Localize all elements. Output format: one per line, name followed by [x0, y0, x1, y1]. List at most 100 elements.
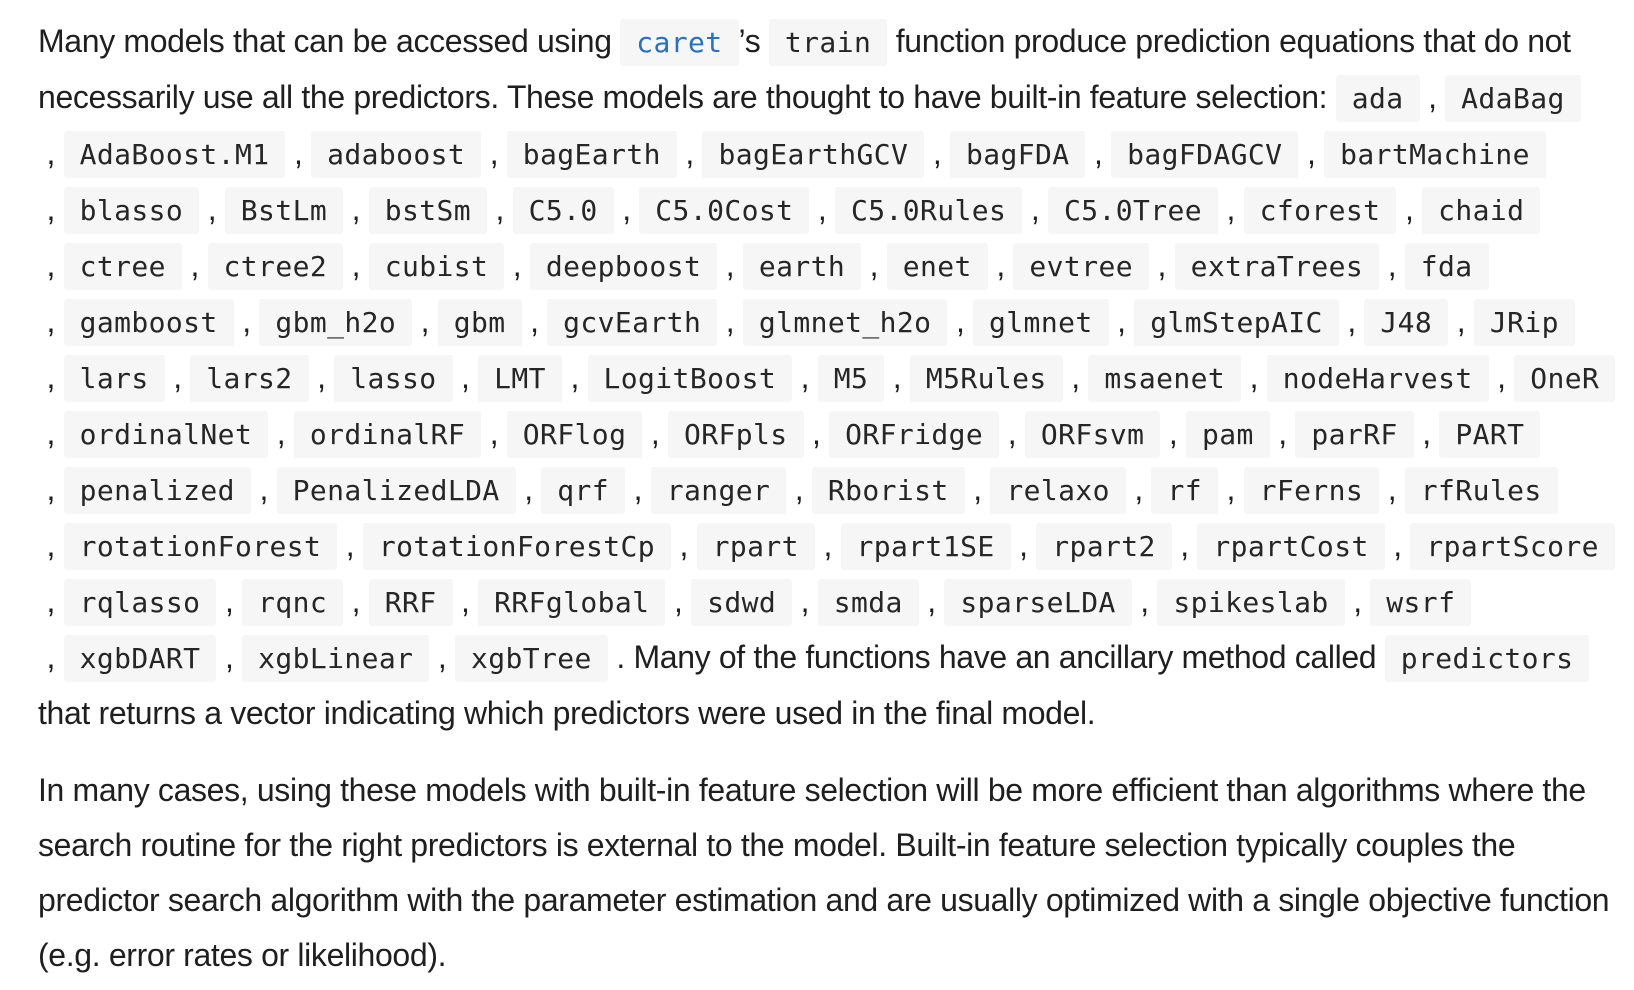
model-code-xgbtree: xgbTree	[455, 635, 608, 682]
caret-link[interactable]: caret	[620, 19, 739, 66]
model-code-rpart: rpart	[696, 523, 815, 570]
list-separator: ,	[1344, 583, 1371, 619]
intro-rest-text: function produce prediction equations th…	[38, 23, 1571, 115]
list-separator: ,	[924, 135, 950, 171]
model-code-rpartscore: rpartScore	[1410, 523, 1615, 570]
list-separator: ,	[1160, 415, 1186, 451]
model-code-rotationforestcp: rotationForestCp	[362, 523, 671, 570]
model-code-xgblinear: xgbLinear	[242, 635, 430, 682]
list-separator: ,	[250, 471, 277, 507]
list-separator: ,	[38, 471, 64, 507]
model-code-xgbdart: xgbDART	[63, 635, 217, 682]
possessive-text: ’s	[738, 23, 769, 59]
list-separator: ,	[216, 639, 243, 675]
model-code-lars: lars	[63, 355, 165, 402]
model-code-cforest: cforest	[1243, 187, 1397, 234]
list-separator: ,	[38, 247, 64, 283]
model-code-rf: rf	[1151, 467, 1218, 514]
model-code-adaboost: adaboost	[311, 131, 482, 178]
model-code-rpart2: rpart2	[1036, 523, 1172, 570]
list-separator: ,	[1413, 415, 1440, 451]
list-separator: ,	[38, 583, 64, 619]
model-code-relaxo: relaxo	[990, 467, 1126, 514]
model-code-bartmachine: bartMachine	[1324, 131, 1546, 178]
model-code-rborist: Rborist	[811, 467, 965, 514]
list-separator: ,	[268, 415, 294, 451]
model-code-glmnet: glmnet	[973, 299, 1109, 346]
list-separator: ,	[613, 191, 640, 227]
model-code-bstlm: BstLm	[224, 187, 344, 234]
list-separator: ,	[343, 247, 369, 283]
model-code-bagearthgcv: bagEarthGCV	[702, 131, 925, 178]
list-separator: ,	[918, 583, 945, 619]
model-code-glmstepaic: glmStepAIC	[1134, 299, 1339, 346]
list-separator: ,	[343, 583, 369, 619]
list-separator: ,	[216, 583, 243, 619]
list-separator: ,	[429, 639, 456, 675]
model-code-qrf: qrf	[541, 467, 626, 514]
list-separator: ,	[809, 191, 835, 227]
list-separator: ,	[1241, 359, 1267, 395]
list-separator: ,	[412, 303, 438, 339]
list-separator: ,	[521, 303, 548, 339]
model-code-rrfglobal: RRFglobal	[478, 579, 666, 626]
model-code-deepboost: deepboost	[529, 243, 718, 290]
list-separator: ,	[164, 359, 191, 395]
list-separator: ,	[343, 191, 369, 227]
model-code-gcvearth: gcvEarth	[547, 299, 718, 346]
list-separator: ,	[1379, 471, 1405, 507]
list-separator: ,	[1171, 527, 1198, 563]
list-separator: ,	[814, 527, 841, 563]
model-code-bagearth: bagEarth	[506, 131, 677, 178]
list-separator: ,	[38, 639, 64, 675]
model-code-gbm: gbm	[437, 299, 522, 346]
model-code-wsrf: wsrf	[1370, 579, 1472, 626]
list-separator: ,	[625, 471, 651, 507]
list-separator: ,	[561, 359, 588, 395]
list-separator: ,	[717, 247, 743, 283]
list-separator: ,	[487, 191, 513, 227]
model-code-rpart1se: rpart1SE	[840, 523, 1011, 570]
list-separator: ,	[1396, 191, 1423, 227]
list-separator: ,	[792, 359, 818, 395]
paragraph-builtin-models: Many models that can be accessed using c…	[38, 14, 1618, 741]
paragraph-efficiency: In many cases, using these models with b…	[38, 772, 1610, 973]
model-code-ordinalnet: ordinalNet	[63, 411, 269, 458]
train-code: train	[768, 19, 888, 66]
model-code-rrf: RRF	[368, 579, 453, 626]
model-code-glmnet-h2o: glmnet_h2o	[742, 299, 948, 346]
model-code-earth: earth	[742, 243, 862, 290]
list-separator: ,	[786, 471, 812, 507]
model-code-smda: smda	[817, 579, 919, 626]
model-code-lasso: lasso	[334, 355, 453, 402]
model-code-spikeslab: spikeslab	[1157, 579, 1345, 626]
list-separator: ,	[38, 303, 64, 339]
list-separator: ,	[481, 415, 507, 451]
model-code-rqnc: rqnc	[242, 579, 344, 626]
model-code-jrip: JRip	[1473, 299, 1575, 346]
model-code-cubist: cubist	[368, 243, 505, 290]
list-separator: ,	[642, 415, 668, 451]
list-separator: ,	[717, 303, 743, 339]
model-code-pam: pam	[1185, 411, 1270, 458]
list-separator: ,	[285, 135, 312, 171]
model-code-rotationforest: rotationForest	[63, 523, 338, 570]
model-code-ctree: ctree	[63, 243, 182, 290]
list-separator: ,	[452, 359, 479, 395]
list-separator: ,	[1298, 135, 1325, 171]
model-code-bagfda: bagFDA	[949, 131, 1086, 178]
model-code-ada: ada	[1335, 75, 1420, 122]
model-code-penalized: penalized	[63, 467, 251, 514]
list-separator: ,	[665, 583, 692, 619]
list-separator: ,	[38, 527, 64, 563]
model-code-c5-0tree: C5.0Tree	[1047, 187, 1218, 234]
model-code-orfridge: ORFridge	[829, 411, 1000, 458]
predictors-code: predictors	[1384, 635, 1590, 682]
list-separator: ,	[884, 359, 910, 395]
model-code-gbm-h2o: gbm_h2o	[259, 299, 413, 346]
list-separator: ,	[452, 583, 479, 619]
model-code-extratrees: extraTrees	[1174, 243, 1380, 290]
list-separator: ,	[964, 471, 991, 507]
list-separator: ,	[1448, 303, 1474, 339]
list-separator: ,	[481, 135, 507, 171]
